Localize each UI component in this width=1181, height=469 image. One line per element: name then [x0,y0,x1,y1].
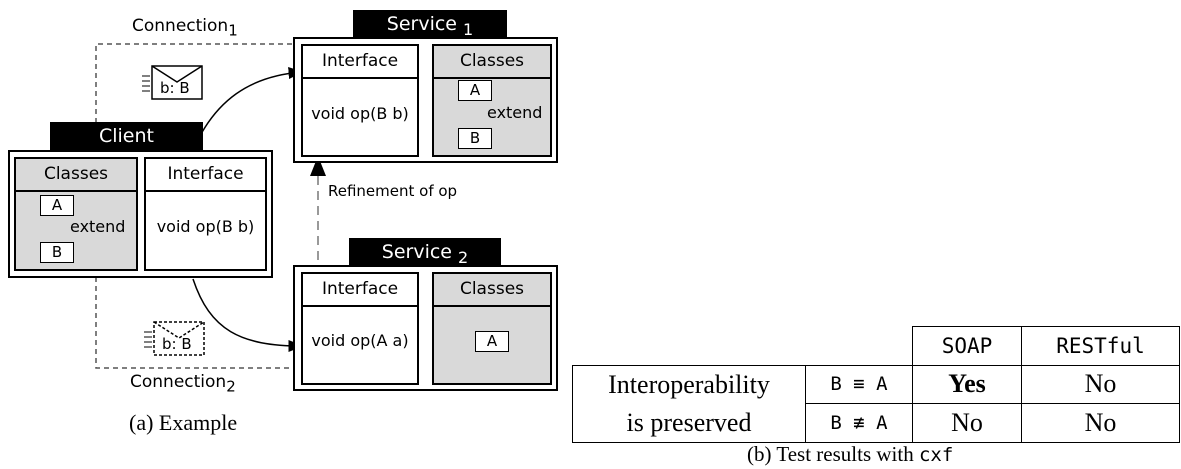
service1-classes-head: Classes [434,46,550,79]
connection1-line [95,43,293,150]
service1-interface-head: Interface [303,46,417,79]
message1-label: b: B [160,79,190,97]
connection2-label: Connection2 [130,372,236,396]
caption-a: (a) Example [129,410,238,435]
connection1-label: Connection1 [132,16,238,40]
row-label: Interoperability is preserved [572,365,806,443]
envelope-icon-1 [142,65,203,100]
row2-restful: No [1021,402,1180,444]
row1-condition: B ≡ A [805,365,913,404]
call-arrow-service1 [192,67,304,151]
service1-interface-body: void op(B b) [311,104,409,123]
envelope-icon-2 [144,321,205,356]
row2-condition: B ≢ A [805,402,913,444]
refinement-label: Refinement of op [328,182,458,200]
service2-classes-panel: Classes [432,272,552,385]
connection2-line [95,277,293,369]
service2-interface-body: void op(A a) [311,331,409,350]
service2-interface-head: Interface [303,274,417,307]
client-class-b: B [40,242,74,263]
client-classes-head: Classes [16,159,136,192]
service1-extend-label: extend [487,103,543,122]
service2-interface-panel: Interface void op(A a) [301,272,419,385]
col-header-restful: RESTful [1021,326,1180,366]
service1-interface-panel: Interface void op(B b) [301,44,419,157]
caption-b: (b) Test results with cxf [747,442,954,466]
call-arrow-service2 [192,278,304,352]
service1-classes-panel: Classes [432,44,552,157]
results-table: SOAP RESTful Interoperability is preserv… [572,326,1180,444]
client-interface-body: void op(B b) [156,217,255,236]
row2-soap: No [912,402,1022,444]
row1-restful: No [1021,365,1180,404]
client-classes-panel: Classes [14,157,138,271]
service1-class-a: A [458,80,492,101]
row-label-line1: Interoperability [608,370,770,399]
col-header-soap: SOAP [912,326,1022,366]
client-extend-label: extend [70,217,126,236]
client-interface-head: Interface [146,159,265,192]
client-interface-panel: Interface void op(B b) [144,157,267,271]
client-title: Client [50,122,203,150]
service1-class-b: B [458,128,492,149]
service2-class-a: A [475,331,509,352]
row1-soap: Yes [912,365,1022,404]
row-label-line2: is preserved [626,408,752,437]
message2-label: b: B [162,335,192,353]
service2-classes-head: Classes [434,274,550,307]
client-class-a: A [40,195,74,216]
